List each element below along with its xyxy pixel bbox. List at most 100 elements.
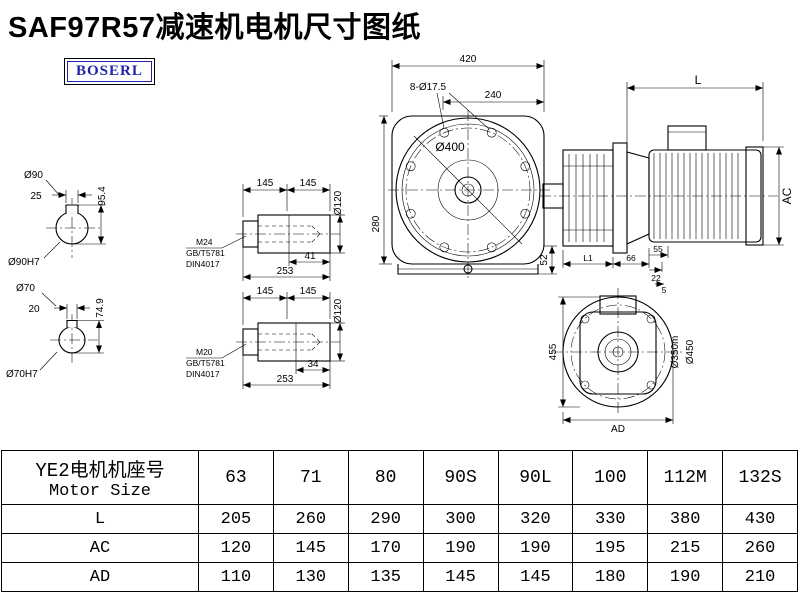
technical-drawing: Ø400 420 240 8-Ø17.5 280 52 [6,54,794,435]
shaft-drawing-bottom: 145 145 Ø120 M20 GB/T5781 DIN4017 34 253 [186,286,345,389]
col-header-80: 80 [347,450,424,505]
table-cell: 300 [422,504,499,534]
dim-dia70: Ø70 [16,283,35,294]
dim-bolt-callout: 8-Ø17.5 [410,82,447,93]
dim-dia350: Ø350m [670,336,681,369]
bore-section-70: 20 74.9 Ø70 Ø70H7 [6,283,106,380]
table-cell: 430 [722,504,798,534]
dim-dia90H7: Ø90H7 [8,257,40,268]
dim-145-b: 145 [300,178,317,189]
dim-66: 66 [626,253,636,263]
dim-L1: L1 [583,253,593,263]
table-cell: 120 [198,533,274,563]
table-cell: 205 [198,504,274,534]
dim-455: 455 [548,343,559,360]
fan-cover [745,146,764,246]
table-cell: 215 [647,533,724,563]
dim-dia450: Ø450 [685,339,696,364]
brand-logo: BOSERL [67,61,152,82]
table-cell: 145 [272,533,349,563]
table-cell: 195 [572,533,649,563]
brand-logo-box: BOSERL [64,58,155,85]
col-header-132S: 132S [722,450,798,505]
row-label-AD: AD [1,562,199,592]
dim-280: 280 [371,215,382,232]
table-row-AC: AC 120 145 170 190 190 195 215 260 [1,533,798,563]
table-row-AD: AD 110 130 135 145 145 180 190 210 [1,562,798,592]
table-cell: 320 [497,504,574,534]
dim-AD: AD [611,424,625,435]
standard-label-2: DIN4017 [186,259,220,269]
col-header-112M: 112M [647,450,724,505]
bore-section-90: 25 95.4 Ø90 Ø90H7 [8,170,108,268]
dim-420: 420 [460,54,477,65]
table-cell: 180 [572,562,649,592]
col-header-63: 63 [198,450,274,505]
gearbox-front-view: Ø400 [388,110,550,280]
dim-key-height-95-4: 95.4 [97,186,108,206]
front-view-dimensions: 420 240 8-Ø17.5 280 52 [371,54,557,275]
table-cell: 145 [497,562,574,592]
table-cell: 135 [347,562,424,592]
table-cell: 190 [497,533,574,563]
dim-5: 5 [662,285,667,295]
flange-bolt-holes [580,314,656,390]
dim-253-bottom: 253 [277,374,294,385]
dim-145-a: 145 [257,178,274,189]
table-cell: 260 [272,504,349,534]
dim-dia90: Ø90 [24,170,43,181]
dim-145-c: 145 [257,286,274,297]
table-cell: 330 [572,504,649,534]
table-cell: 380 [647,504,724,534]
dim-52: 52 [539,254,550,266]
thread-label-M24: M24 [196,237,213,247]
table-cell: 260 [722,533,798,563]
terminal-box [667,125,707,151]
motor-dimension-table: YE2电机机座号 Motor Size 63 71 80 90S 90L 100… [1,450,798,592]
row-label-L: L [1,504,199,534]
shaft-drawing-top: 145 145 Ø120 M24 GB/T5781 DIN4017 41 253 [186,178,345,281]
col-header-90L: 90L [497,450,574,505]
dim-dia120-top: Ø120 [333,190,344,215]
table-cell: 110 [198,562,274,592]
table-cell: 190 [647,562,724,592]
standard-label-4: DIN4017 [186,369,220,379]
dim-145-d: 145 [300,286,317,297]
dim-L: L [695,73,702,87]
table-cell: 130 [272,562,349,592]
dim-AC: AC [780,187,794,204]
page-title: SAF97R57减速机电机尺寸图纸 [8,12,421,44]
col-header-100: 100 [572,450,649,505]
thread-label-M20: M20 [196,347,213,357]
dim-key-width-20: 20 [28,304,40,315]
dim-34: 34 [307,359,319,370]
table-row-L: L 205 260 290 300 320 330 380 430 [1,504,798,534]
dim-dia120-bottom: Ø120 [333,298,344,323]
table-cell: 210 [722,562,798,592]
table-cell: 145 [422,562,499,592]
motor-size-header: YE2电机机座号 Motor Size [1,450,199,505]
col-header-71: 71 [272,450,349,505]
dim-253-top: 253 [277,266,294,277]
dim-dia70H7: Ø70H7 [6,369,38,380]
header-cn: YE2电机机座号 [35,459,165,482]
dim-55: 55 [653,244,663,254]
dim-240: 240 [485,90,502,101]
standard-label-3: GB/T5781 [186,358,225,368]
table-cell: 190 [422,533,499,563]
dim-key-width-25: 25 [30,191,42,202]
dim-41: 41 [304,251,316,262]
motor-side-view [540,125,778,254]
table-cell: 170 [347,533,424,563]
dim-dia400: Ø400 [435,140,465,154]
col-header-90S: 90S [422,450,499,505]
flange-end-view [552,288,684,416]
table-header-row: YE2电机机座号 Motor Size 63 71 80 90S 90L 100… [1,450,798,505]
header-en: Motor Size [48,481,152,501]
side-view-dimensions: L AC L1 66 55 22 5 [562,73,794,295]
table-cell: 290 [347,504,424,534]
row-label-AC: AC [1,533,199,563]
flange-view-dimensions: 455 Ø350m Ø450 AD [548,296,696,435]
dim-key-height-74-9: 74.9 [95,298,106,318]
